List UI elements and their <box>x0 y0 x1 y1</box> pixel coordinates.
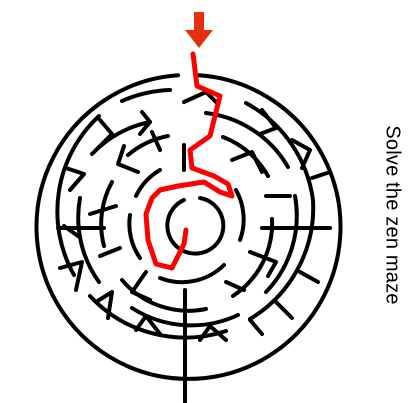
maze-ring-inner <box>165 196 226 256</box>
maze-ring-2 <box>55 88 316 340</box>
down-arrow-icon <box>185 12 213 48</box>
outer-ring <box>34 73 343 381</box>
page-title: Solve the zen maze <box>381 125 404 305</box>
maze-radial-walls <box>56 90 332 403</box>
maze-ring-4 <box>99 134 275 313</box>
solution-path <box>143 51 235 271</box>
maze-walls <box>34 73 343 403</box>
maze-ring-5 <box>127 168 246 285</box>
